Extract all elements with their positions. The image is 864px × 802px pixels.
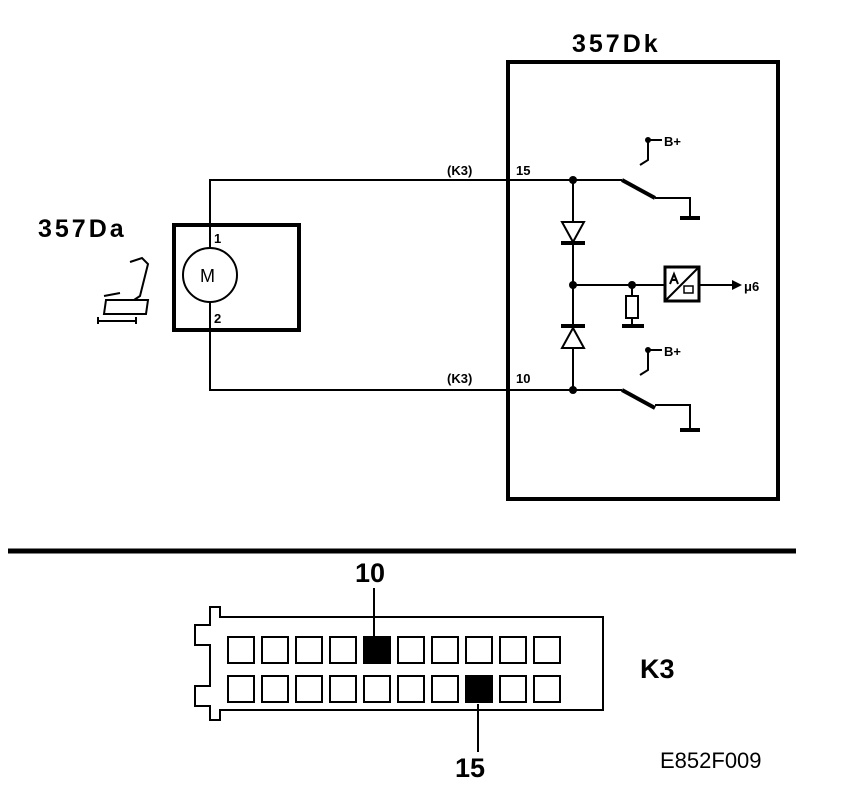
wire-10 <box>209 302 573 391</box>
connector-cavity-bottom-1 <box>227 675 255 703</box>
wire-10-connector: (K3) <box>447 371 472 386</box>
relay-switch-top <box>573 137 700 220</box>
connector-cavity-top-7 <box>431 636 459 664</box>
connector-cavity-top-8 <box>465 636 493 664</box>
shunt-resistor <box>622 285 644 328</box>
wire-10-pin: 10 <box>516 371 530 386</box>
motor-label: 357Da <box>38 215 127 243</box>
connector-outline <box>194 606 604 721</box>
connector-cavity-top-1 <box>227 636 255 664</box>
supply-bottom-label: B+ <box>664 344 681 359</box>
connector-cavity-top-5 <box>363 636 391 664</box>
output-arrow <box>732 280 742 290</box>
output-label: μ6 <box>744 279 759 294</box>
ad-converter <box>663 265 701 303</box>
connector-top-pin-label: 10 <box>355 558 385 588</box>
figure-code: E852F009 <box>660 748 762 773</box>
motor-pin-1: 1 <box>214 231 221 246</box>
seat-icon <box>97 256 150 324</box>
connector-cavity-bottom-8 <box>465 675 493 703</box>
diode-top <box>560 221 586 245</box>
wire-15-connector: (K3) <box>447 163 472 178</box>
connector-cavity-bottom-2 <box>261 675 289 703</box>
ecu-box <box>506 60 780 501</box>
connector-cavity-bottom-6 <box>397 675 425 703</box>
motor-pin-2: 2 <box>214 311 221 326</box>
connector-cavity-bottom-5 <box>363 675 391 703</box>
wire-15-pin: 15 <box>516 163 530 178</box>
connector-cavities <box>227 636 561 703</box>
supply-top-label: B+ <box>664 134 681 149</box>
connector-cavity-top-10 <box>533 636 561 664</box>
connector-cavity-bottom-7 <box>431 675 459 703</box>
relay-switch-bottom <box>573 347 700 432</box>
wire-15 <box>209 179 573 248</box>
ecu-label: 357Dk <box>572 30 661 58</box>
connector-name: K3 <box>640 654 675 684</box>
connector-cavity-top-3 <box>295 636 323 664</box>
motor-box <box>172 223 301 332</box>
connector-cavity-bottom-4 <box>329 675 357 703</box>
connector-cavity-top-9 <box>499 636 527 664</box>
connector-cavity-top-4 <box>329 636 357 664</box>
connector-cavity-bottom-9 <box>499 675 527 703</box>
motor-symbol-letter: M <box>200 266 215 286</box>
connector-cavity-bottom-10 <box>533 675 561 703</box>
connector-bottom-pin-label: 15 <box>455 753 485 783</box>
connector-cavity-top-2 <box>261 636 289 664</box>
diode-bottom <box>560 324 586 349</box>
connector-cavity-top-6 <box>397 636 425 664</box>
connector-cavity-bottom-3 <box>295 675 323 703</box>
